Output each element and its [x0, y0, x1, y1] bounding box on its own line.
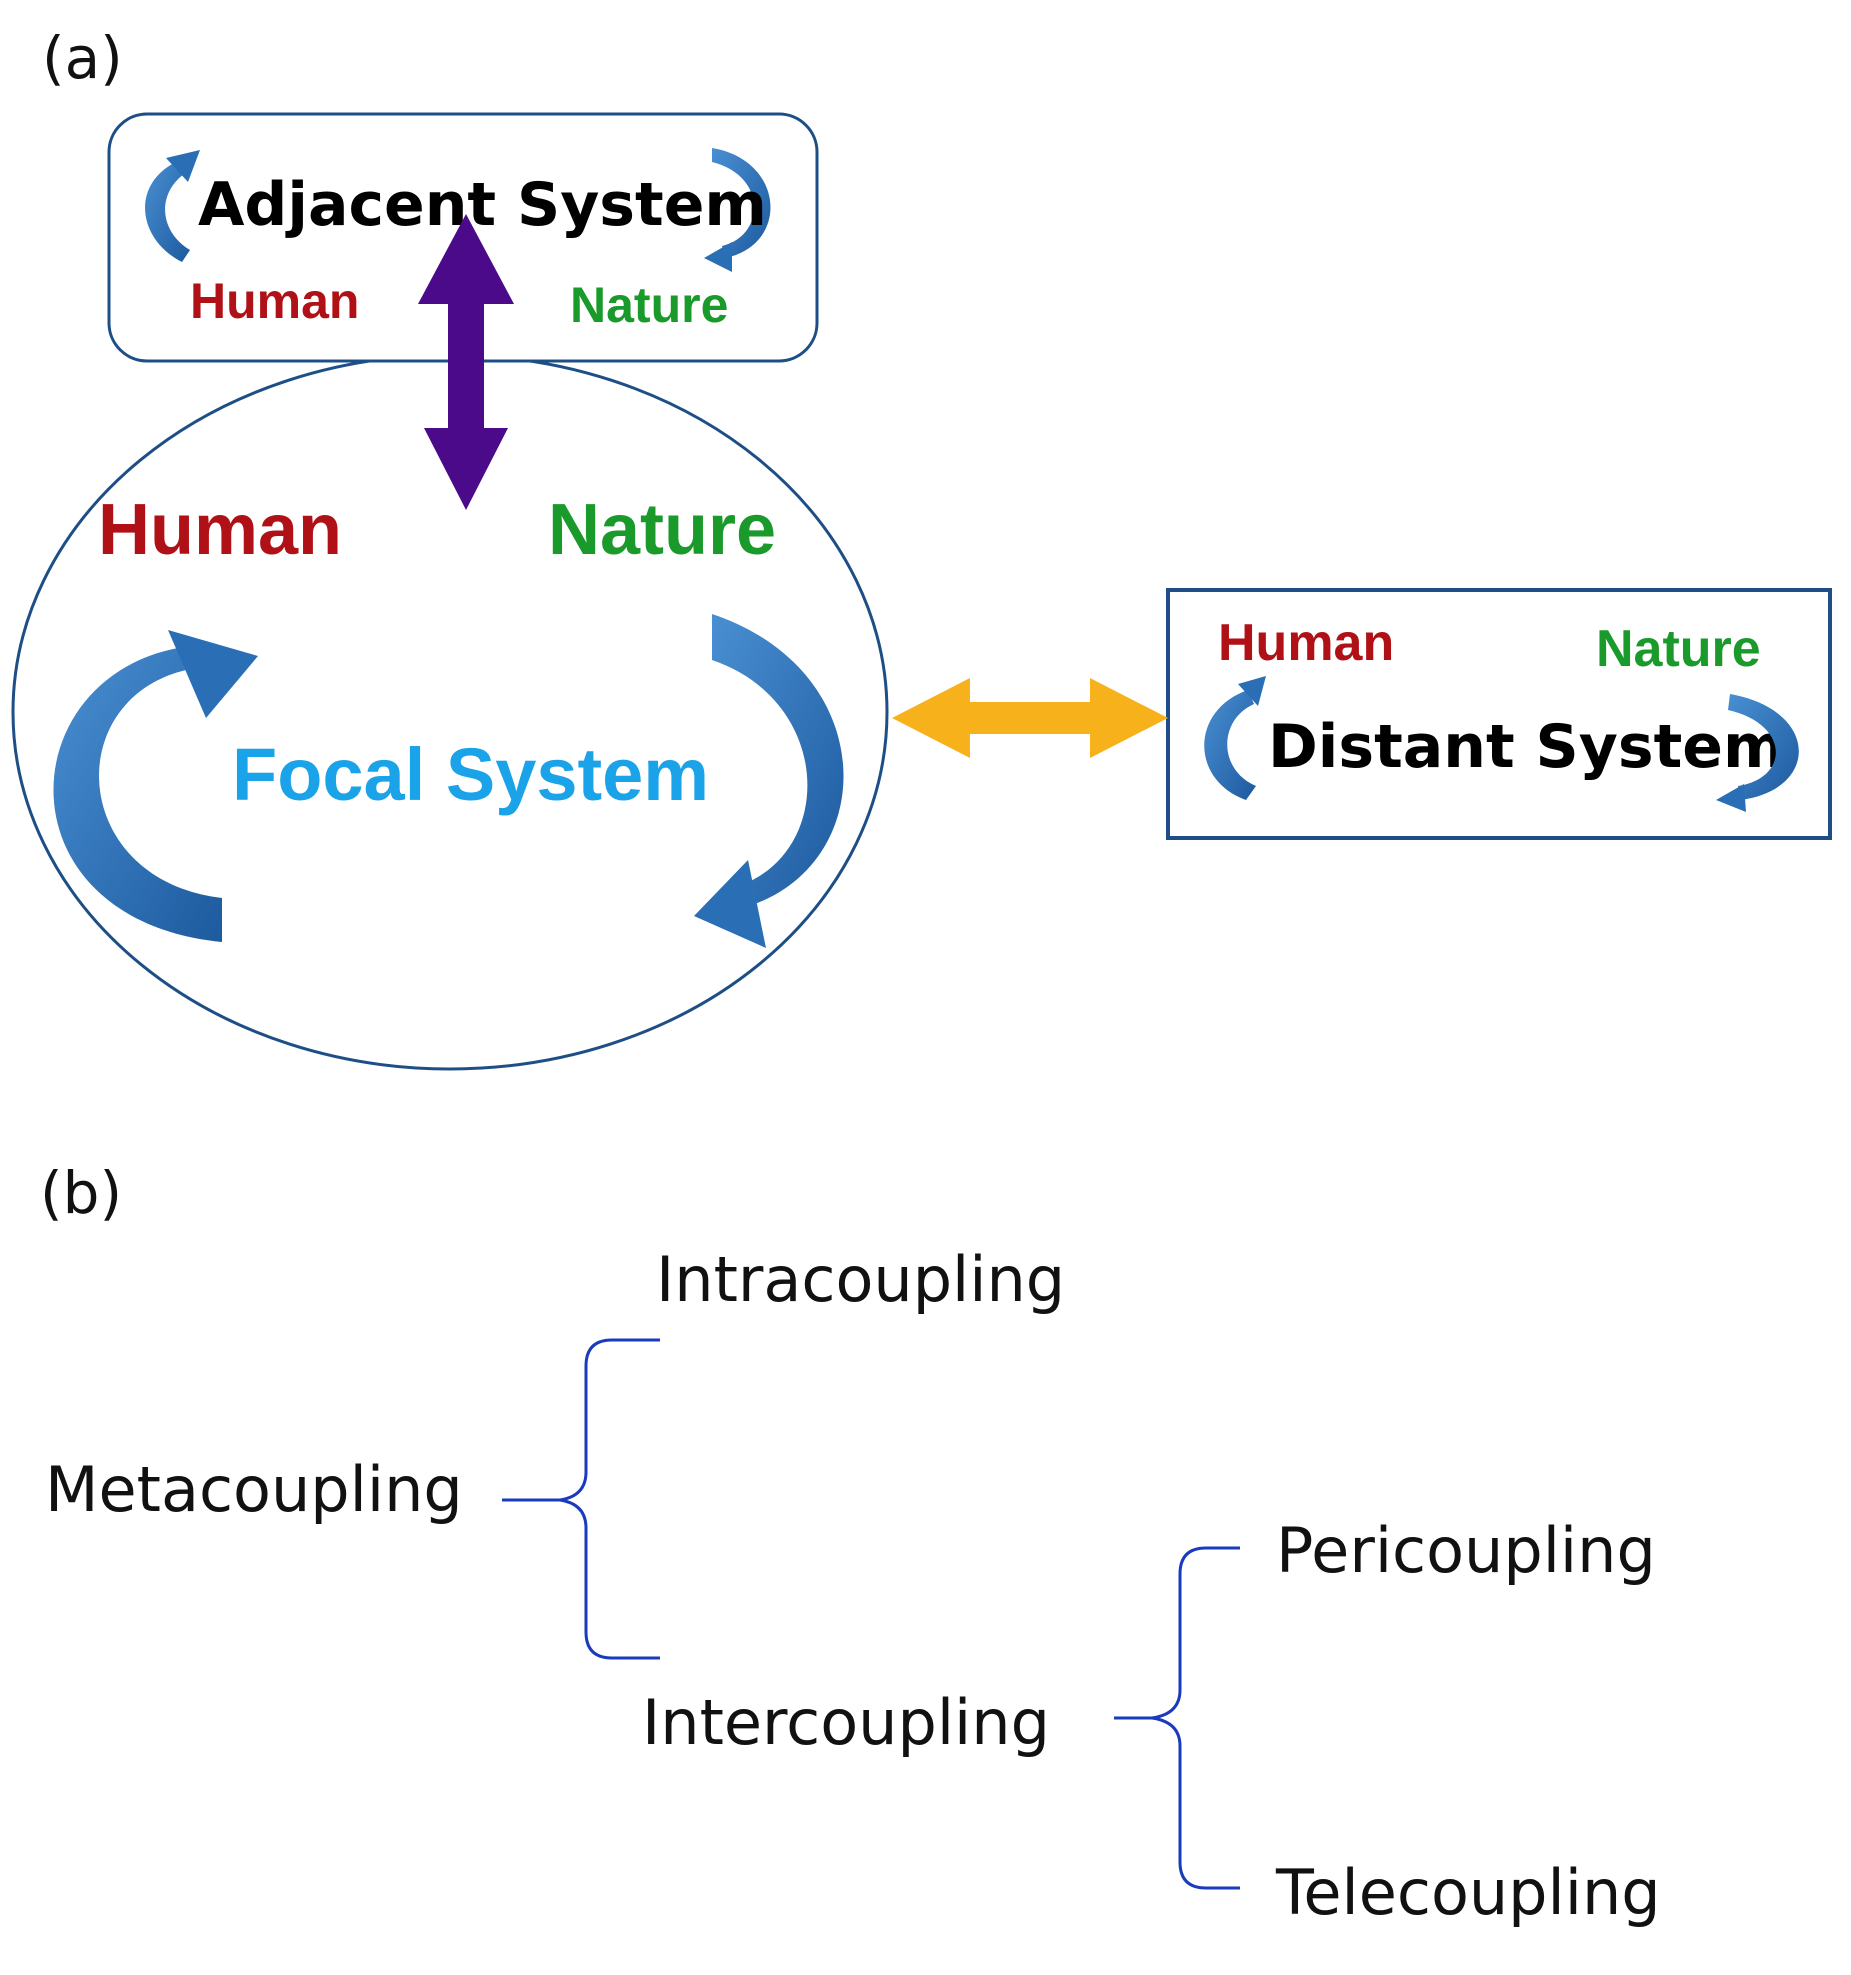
telecoupling-label: Telecoupling — [1275, 1856, 1661, 1929]
panel-a-label: (a) — [42, 24, 123, 92]
metacoupling-brace — [502, 1338, 660, 1660]
focal-cycle-left-arrow-icon — [53, 630, 258, 942]
adjacent-cycle-right-arrow-icon — [704, 148, 771, 272]
adjacent-human-label: Human — [190, 273, 359, 329]
focal-human-label: Human — [98, 490, 342, 570]
adjacent-focal-link-arrow-icon — [418, 214, 514, 510]
distant-cycle-left-arrow-icon — [1204, 676, 1266, 800]
focal-nature-label: Nature — [548, 490, 776, 570]
metacoupling-label: Metacoupling — [45, 1453, 463, 1526]
distant-human-label: Human — [1218, 614, 1394, 672]
adjacent-nature-label: Nature — [570, 277, 728, 333]
intracoupling-label: Intracoupling — [656, 1243, 1065, 1316]
pericoupling-label: Pericoupling — [1276, 1514, 1656, 1587]
intercoupling-brace — [1114, 1546, 1240, 1890]
adjacent-system-title: Adjacent System — [198, 170, 767, 240]
focal-system-title: Focal System — [232, 733, 709, 816]
distant-system-box — [1166, 588, 1832, 840]
focal-cycle-right-arrow-icon — [694, 614, 844, 948]
adjacent-cycle-left-arrow-icon — [145, 150, 200, 262]
panel-b-label: (b) — [40, 1159, 122, 1227]
distant-nature-label: Nature — [1596, 620, 1761, 678]
distant-system-title: Distant System — [1268, 712, 1785, 782]
intercoupling-label: Intercoupling — [642, 1686, 1050, 1759]
distant-cycle-right-arrow-icon — [1716, 694, 1799, 812]
focal-distant-link-arrow-icon — [892, 678, 1168, 758]
